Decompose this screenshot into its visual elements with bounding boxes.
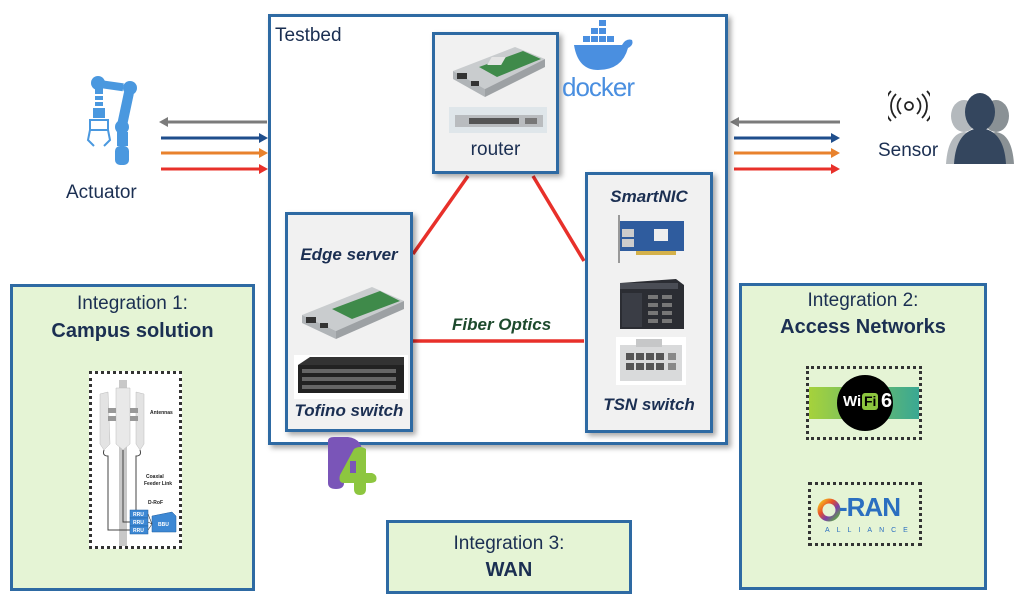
oran-alliance-text: ALLIANCE [825, 527, 915, 534]
wifi-fi-text: Fi [862, 393, 879, 410]
tofino-switch-image [294, 355, 408, 399]
feedback-arrow [159, 117, 267, 127]
antenna-tower-diagram: Antennas Coaxial Feeder Link D-RoF RRU R… [99, 380, 177, 546]
bbu-label: BBU [158, 522, 169, 528]
blue-arrow [161, 133, 268, 143]
oran-text: -RAN [839, 492, 901, 522]
wireless-signal-icon [888, 90, 930, 122]
feedback-arrow [730, 117, 840, 127]
tofino-switch-title: Tofino switch [294, 401, 404, 420]
users-icon [946, 93, 1014, 164]
docker-whale-icon [574, 20, 633, 70]
smartnic-box: SmartNIC TSN switch [585, 172, 713, 433]
blue-arrow [734, 133, 840, 143]
edge-server-box: Edge server Tofino switch [285, 212, 413, 432]
robot-arm-icon [86, 76, 137, 165]
rru-label-3: RRU [133, 528, 144, 534]
edge-server-image [302, 287, 404, 339]
wifi-wi-text: Wi [843, 393, 862, 410]
actuator: Actuator [60, 74, 150, 214]
actuator-label: Actuator [66, 182, 137, 203]
integration-1-box: Integration 1: Campus solution Antennas … [10, 284, 255, 591]
integration-3-title: WAN [485, 559, 533, 581]
integration-3-box: Integration 3: WAN [386, 520, 632, 594]
docker-label: docker [562, 72, 635, 102]
fiber-links [411, 174, 586, 343]
antennas-label: Antennas [150, 410, 173, 416]
sensor-label: Sensor [878, 140, 939, 161]
testbed-label: Testbed [275, 25, 342, 46]
docker-logo: docker [562, 18, 642, 102]
drof-label: D-RoF [148, 500, 163, 506]
integration-3-heading: Integration 3: [453, 533, 565, 554]
feeder-link-label: Feeder Link [144, 481, 172, 487]
router-label: router [470, 139, 521, 160]
sensor: Sensor [870, 86, 1020, 176]
embedded-pc-image [620, 279, 684, 329]
link-router-nic [531, 175, 586, 262]
orange-arrow [161, 148, 268, 158]
fiber-optics-label: Fiber Optics [452, 315, 552, 334]
red-arrow [161, 164, 268, 174]
oran-logo-frame: -RAN ALLIANCE [808, 482, 922, 546]
link-router-edge [411, 174, 470, 256]
right-arrows [730, 117, 840, 174]
router-image [449, 107, 547, 133]
tsn-switch-image [616, 337, 686, 385]
campus-diagram-frame: Antennas Coaxial Feeder Link D-RoF RRU R… [89, 371, 182, 549]
smartnic-image [618, 215, 684, 263]
router-box: router [432, 32, 559, 174]
server-image [453, 47, 545, 97]
integration-1-heading: Integration 1: [77, 293, 188, 314]
integration-2-box: Integration 2: Access Networks Wi Fi 6 -… [739, 283, 987, 590]
coaxial-label: Coaxial [146, 474, 164, 480]
rru-label-1: RRU [133, 512, 144, 518]
left-arrows [159, 117, 268, 174]
orange-arrow [734, 148, 840, 158]
p4-logo [328, 437, 377, 495]
integration-2-heading: Integration 2: [807, 290, 919, 311]
edge-server-title: Edge server [300, 245, 398, 264]
wifi-6-text: 6 [881, 390, 893, 412]
smartnic-title: SmartNIC [610, 187, 688, 206]
tsn-switch-title: TSN switch [603, 395, 695, 414]
oran-ring-icon [817, 498, 841, 522]
integration-1-title: Campus solution [51, 320, 214, 342]
integration-2-title: Access Networks [780, 316, 946, 338]
red-arrow [734, 164, 840, 174]
rru-label-2: RRU [133, 520, 144, 526]
wifi6-logo: Wi Fi 6 [809, 375, 919, 431]
wifi6-logo-frame: Wi Fi 6 [806, 366, 922, 440]
